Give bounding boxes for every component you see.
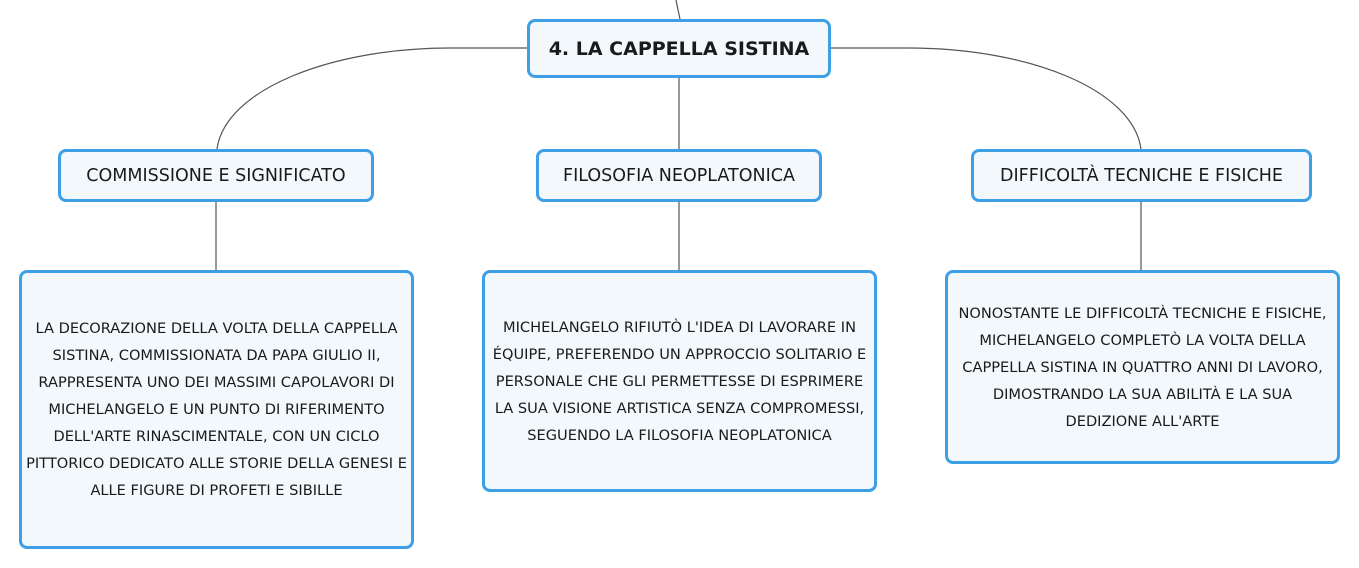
root-node[interactable]: 4. LA CAPPELLA SISTINA bbox=[527, 19, 831, 78]
topic-node-label: COMMISSIONE E SIGNIFICATO bbox=[86, 165, 346, 186]
connector-root-to-topic-1 bbox=[216, 47, 527, 150]
connector-root-to-topic-3 bbox=[831, 47, 1142, 150]
detail-node-text: NONOSTANTE LE DIFFICOLTÀ TECNICHE E FISI… bbox=[958, 304, 1327, 430]
topic-node-filosofia[interactable]: FILOSOFIA NEOPLATONICA bbox=[536, 149, 822, 202]
root-node-label: 4. LA CAPPELLA SISTINA bbox=[548, 37, 810, 60]
topic-node-label: FILOSOFIA NEOPLATONICA bbox=[563, 165, 795, 186]
detail-node-text: MICHELANGELO RIFIUTÒ L'IDEA DI LAVORARE … bbox=[492, 318, 867, 444]
topic-node-difficolta[interactable]: DIFFICOLTÀ TECNICHE E FISICHE bbox=[971, 149, 1312, 202]
detail-node-commissione[interactable]: LA DECORAZIONE DELLA VOLTA DELLA CAPPELL… bbox=[19, 270, 414, 549]
detail-node-filosofia[interactable]: MICHELANGELO RIFIUTÒ L'IDEA DI LAVORARE … bbox=[482, 270, 877, 492]
connector-from-parent bbox=[675, 0, 681, 20]
detail-node-text: LA DECORAZIONE DELLA VOLTA DELLA CAPPELL… bbox=[26, 320, 407, 499]
topic-node-commissione[interactable]: COMMISSIONE E SIGNIFICATO bbox=[58, 149, 374, 202]
topic-node-label: DIFFICOLTÀ TECNICHE E FISICHE bbox=[1000, 165, 1283, 186]
detail-node-difficolta[interactable]: NONOSTANTE LE DIFFICOLTÀ TECNICHE E FISI… bbox=[945, 270, 1340, 464]
